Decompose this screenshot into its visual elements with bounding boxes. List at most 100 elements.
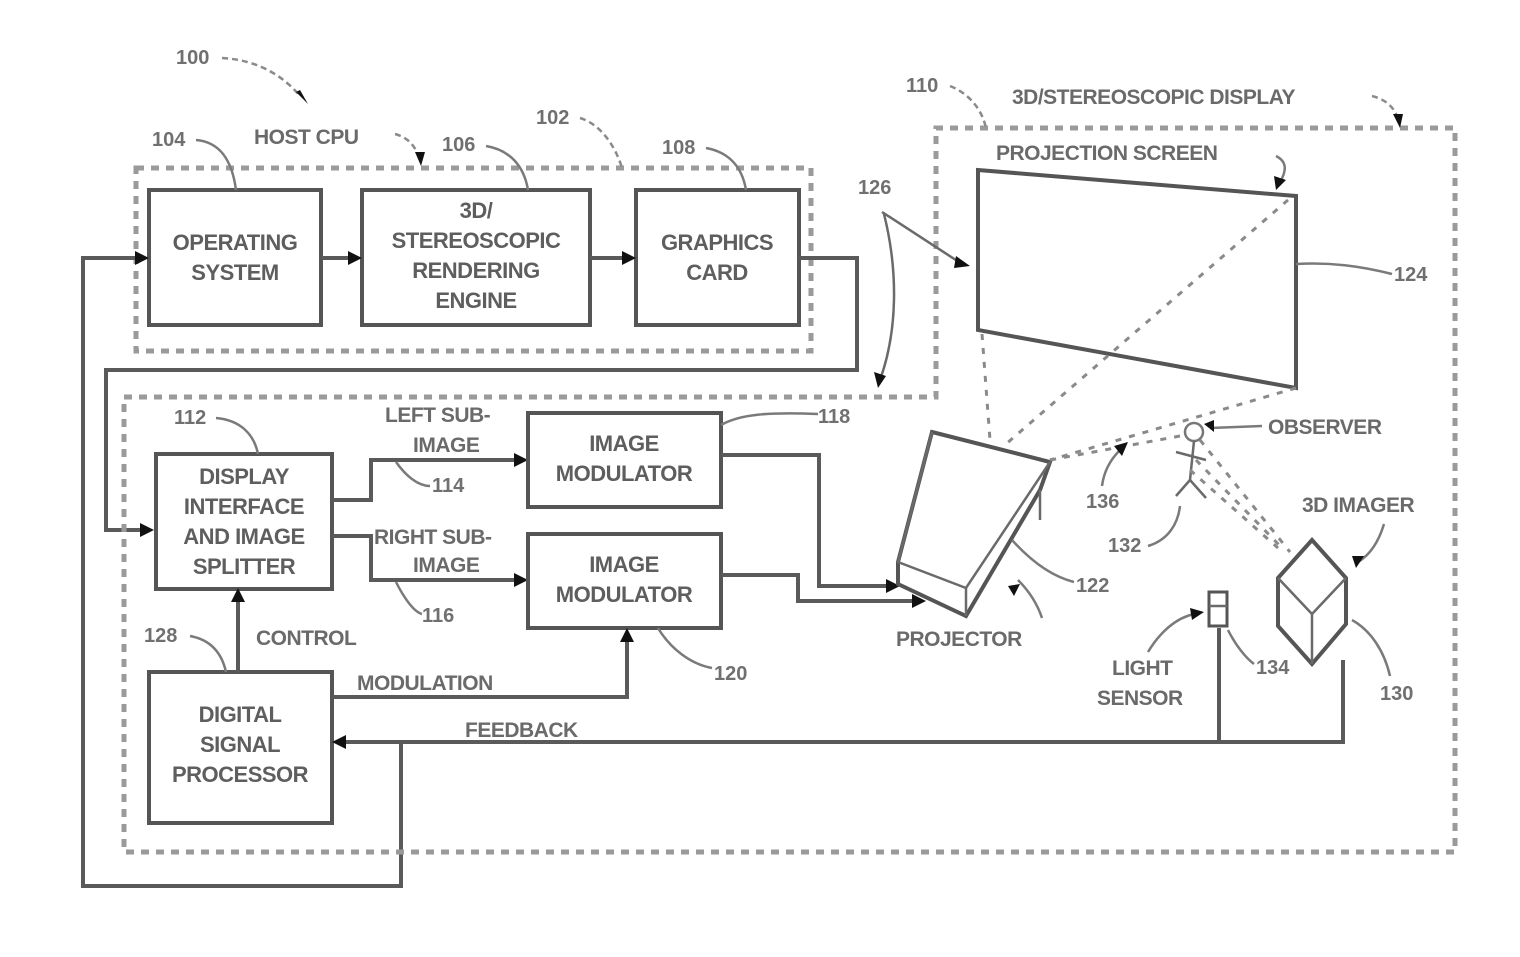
observer-motion-leader — [1100, 449, 1121, 487]
graphics-card-leader — [705, 146, 748, 191]
light-sensor-ref-leader — [1226, 629, 1255, 665]
modulator-top-ref: 118 — [818, 406, 850, 428]
feedback-wire — [340, 660, 1345, 744]
projection-screen-label: PROJECTION SCREEN — [996, 142, 1217, 165]
projection-screen: PROJECTION SCREEN 124 — [976, 142, 1428, 462]
link-line-to-screen — [881, 210, 963, 266]
right-sub-image-text-1: RIGHT SUB- — [374, 526, 492, 549]
imager-ray-1 — [1198, 439, 1292, 553]
modulator-top-text-2: MODULATOR — [556, 461, 693, 486]
light-sensor-arrow-icon — [1190, 608, 1204, 620]
splitter-text-1: DISPLAY — [199, 464, 290, 489]
splitter-block: DISPLAY INTERFACE AND IMAGE SPLITTER 112 — [154, 407, 334, 591]
observer-body — [1188, 440, 1196, 481]
light-sensor-ref: 134 — [1256, 657, 1290, 679]
screen-diagonal-ray — [1005, 198, 1289, 446]
splitter-text-3: AND IMAGE — [183, 524, 304, 549]
splitter-ref: 112 — [174, 407, 206, 429]
engine-to-card-arrow-icon — [622, 251, 636, 265]
projection-screen-arrow-icon — [1274, 176, 1286, 190]
dsp-box — [147, 670, 334, 825]
screen-left-ray — [980, 333, 992, 441]
observer-label: OBSERVER — [1268, 416, 1382, 439]
rendering-engine-text-4: ENGINE — [435, 288, 516, 313]
host-cpu-ref: 102 — [536, 107, 569, 129]
modulator-bottom-ref: 120 — [714, 663, 747, 685]
host-cpu-arrow-icon — [415, 152, 425, 166]
imager-ray-2 — [1194, 458, 1286, 552]
imager-ref: 130 — [1380, 683, 1413, 705]
light-sensor-leader — [1146, 612, 1195, 653]
link-screen-arrow-icon — [954, 256, 970, 268]
observer-label-leader — [1209, 424, 1263, 430]
projection-screen-shape — [976, 167, 1298, 391]
dsp-text-3: PROCESSOR — [172, 762, 309, 787]
projector-body — [896, 429, 1053, 619]
link-curve — [878, 213, 896, 381]
modulator-bottom-text-2: MODULATOR — [556, 582, 693, 607]
dsp-block: DIGITAL SIGNAL PROCESSOR 128 — [144, 625, 334, 825]
host-cpu-ref-leader — [579, 116, 624, 169]
projection-screen-ref: 124 — [1394, 264, 1428, 286]
feedback-label: FEEDBACK — [465, 719, 578, 742]
light-sensor-text-1: LIGHT — [1112, 657, 1173, 680]
observer-label-arrow-icon — [1204, 420, 1214, 432]
projector-label-arrow-icon — [1008, 584, 1020, 596]
link-ref: 126 — [858, 177, 891, 199]
graphics-card-block: GRAPHICS CARD 108 — [634, 137, 801, 327]
left-sub-image-text-1: LEFT SUB- — [385, 404, 491, 427]
splitter-text-4: SPLITTER — [193, 554, 296, 579]
operating-system-block: OPERATING SYSTEM 104 — [147, 129, 323, 327]
system-arrow-icon — [296, 90, 308, 104]
feedback-arrow-icon — [332, 735, 346, 749]
observer-ref: 132 — [1108, 535, 1141, 557]
card-to-splitter-arrow-icon — [140, 523, 154, 537]
operating-system-leader — [195, 138, 238, 191]
observer-motion-ref: 136 — [1086, 491, 1119, 513]
rendering-engine-text-2: STEREOSCOPIC — [392, 228, 561, 253]
modulator-top-leader — [720, 412, 819, 427]
right-sub-image-arrow-icon — [514, 573, 528, 587]
dsp-ref: 128 — [144, 625, 177, 647]
left-sub-image-text-2: IMAGE — [413, 434, 480, 457]
link-curve-arrow-icon — [874, 372, 886, 388]
control-arrow-icon — [231, 588, 245, 602]
dsp-leader — [189, 634, 228, 673]
modulator-top-to-projector-arrow-icon — [886, 579, 900, 593]
imager-ref-leader — [1351, 618, 1392, 677]
display-ref-leader — [949, 84, 988, 129]
screen-bottom-ray — [1049, 386, 1297, 462]
observer-motion-arrow-icon — [1114, 442, 1128, 456]
host-cpu-group: HOST CPU 102 OPERATING SYSTEM 104 3D/ ST… — [133, 107, 814, 354]
projector-face — [896, 431, 1052, 590]
projector-ref-leader — [1011, 539, 1075, 584]
splitter-text-2: INTERFACE — [184, 494, 304, 519]
light-sensor: LIGHT SENSOR 134 — [1097, 590, 1290, 710]
display-ref: 110 — [906, 75, 938, 97]
right-sub-image-wire — [332, 534, 520, 582]
imager-label: 3D IMAGER — [1302, 494, 1415, 517]
left-sub-image-arrow-icon — [514, 453, 528, 467]
imager-label-arrow-icon — [1352, 556, 1364, 568]
control-label: CONTROL — [256, 627, 357, 650]
3d-imager: 3D IMAGER 130 — [1276, 494, 1415, 705]
display-label: 3D/STEREOSCOPIC DISPLAY — [1012, 86, 1295, 109]
rendering-engine-block: 3D/ STEREOSCOPIC RENDERING ENGINE 106 — [360, 134, 592, 327]
modulation-label: MODULATION — [357, 672, 493, 695]
display-boundary — [121, 125, 1458, 855]
right-sub-image-leader — [394, 581, 423, 616]
splitter-box — [154, 452, 334, 591]
left-sub-image-leader — [394, 461, 431, 488]
modulator-bottom-box — [526, 532, 723, 630]
graphics-card-text-2: CARD — [686, 260, 748, 285]
observer: OBSERVER 136 132 — [1049, 416, 1382, 557]
projector-label-leader — [1017, 579, 1044, 619]
card-to-splitter-wire — [104, 256, 859, 532]
right-sub-image-ref: 116 — [422, 605, 454, 627]
imager-ray-3 — [1189, 468, 1279, 550]
feedback-to-os-wire — [81, 256, 403, 888]
host-cpu-label: HOST CPU — [254, 126, 359, 149]
graphics-card-ref: 108 — [662, 137, 695, 159]
dsp-text-2: SIGNAL — [200, 732, 280, 757]
